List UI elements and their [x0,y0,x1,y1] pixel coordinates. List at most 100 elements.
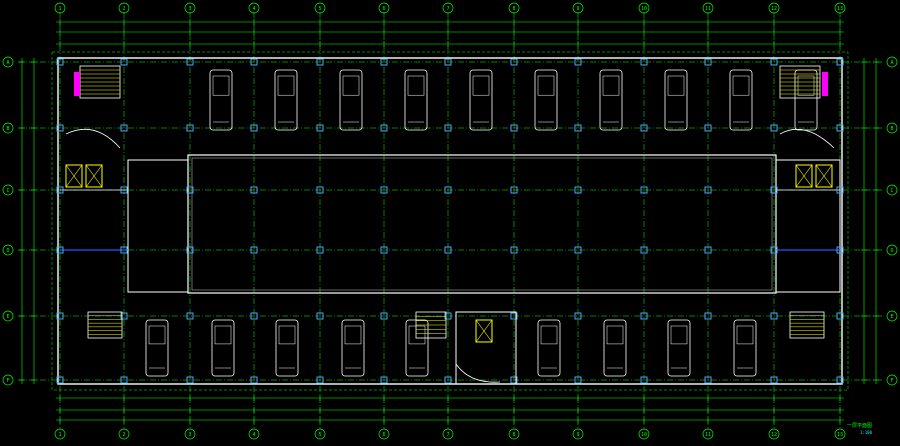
axis-label-10: 10 [641,432,647,438]
column [56,376,64,384]
axis-bubble-top [54,2,66,14]
parking-stall-top [469,69,493,131]
column [120,124,128,132]
vehicle-outline [599,69,623,131]
left-room [127,159,189,293]
column [704,246,712,254]
vehicle-outline [341,319,365,377]
axis-bubble-top [378,2,390,14]
column [120,58,128,66]
vehicle-outline [339,69,363,131]
column [770,124,778,132]
column [316,246,324,254]
vehicle-windshield [667,75,685,96]
parking-stall-bottom [341,319,365,377]
parking-stall-top [599,69,623,131]
column [574,312,582,320]
axis-label-C: C [890,188,893,194]
vehicle-outline [603,319,627,377]
exterior-wall [57,57,843,385]
column [770,246,778,254]
column [250,124,258,132]
stair-center [415,311,447,339]
axis-label-5: 5 [318,6,321,12]
column [250,186,258,194]
column [510,186,518,194]
column [510,246,518,254]
center-core-wall [455,311,517,385]
axis-bubble-left [2,122,14,134]
elevator-shaft [795,164,813,188]
column [56,124,64,132]
parking-stall-bottom [733,319,757,377]
stair-bottom-right [789,311,825,339]
column [120,246,128,254]
vehicle-windshield [344,325,362,345]
axis-label-11: 11 [705,6,711,12]
stair-outline [789,311,825,339]
axis-bubble-bottom [508,428,520,440]
elevator-left-b [85,164,103,188]
axis-label-D: D [6,248,9,254]
axis-label-9: 9 [576,432,579,438]
axis-label-6: 6 [382,432,385,438]
column [510,376,518,384]
column [186,124,194,132]
elevator-shaft [475,319,493,343]
column [574,186,582,194]
parking-stall-top [274,69,298,131]
column [574,124,582,132]
drawing-title: 一层平面图 [847,423,872,429]
vehicle-outline [469,69,493,131]
parking-stall-bottom [211,319,235,377]
parking-stall-top [664,69,688,131]
axis-bubble-top [834,2,846,14]
column [640,312,648,320]
vehicle-windshield [732,75,750,96]
axis-label-13: 13 [837,432,843,438]
column [186,58,194,66]
axis-bubble-left [2,184,14,196]
axis-bubble-top [638,2,650,14]
axis-bubble-top [248,2,260,14]
axis-label-A: A [890,60,893,66]
vehicle-windshield [278,325,296,345]
column [444,246,452,254]
column [316,58,324,66]
parking-stall-bottom [145,319,169,377]
dimension-lines [19,19,879,423]
vehicle-windshield [797,75,815,96]
column [316,124,324,132]
column [574,58,582,66]
axis-bubble-bottom [184,428,196,440]
axis-bubble-left [2,56,14,68]
axis-bubble-right [886,122,898,134]
axis-bubble-left [2,310,14,322]
vehicle-windshield [537,75,555,96]
axis-bubble-top [702,2,714,14]
stair-bottom-left [87,311,123,339]
axis-label-B: B [6,126,9,132]
axis-bubble-top [572,2,584,14]
column [770,312,778,320]
elevator-cross-b [475,319,493,343]
column [640,58,648,66]
column [250,312,258,320]
column [56,186,64,194]
axis-label-1: 1 [58,432,61,438]
outline-offset [51,51,849,391]
column [640,246,648,254]
elevator-cross-b [815,164,833,188]
axis-label-12: 12 [771,6,777,12]
axis-bubble-bottom [442,428,454,440]
axis-grid [18,12,882,430]
parking-stall-bottom [275,319,299,377]
column [444,376,452,384]
axis-bubble-bottom [378,428,390,440]
axis-bubble-bottom [118,428,130,440]
vehicle-windshield [540,325,558,345]
magenta-equipment-right [822,72,828,96]
column [316,312,324,320]
